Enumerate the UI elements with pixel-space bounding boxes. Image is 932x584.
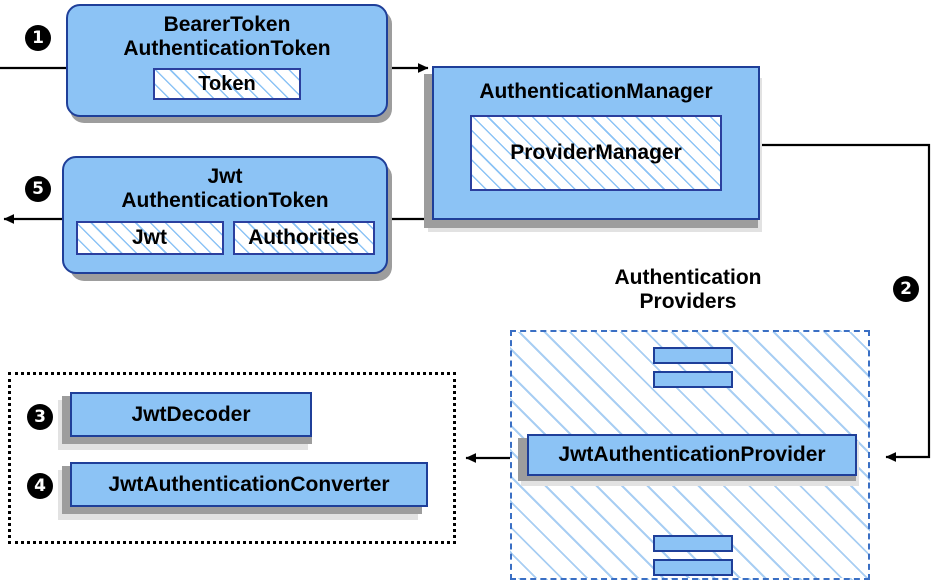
- provider-slot-bar-top-2: [653, 371, 733, 388]
- step-marker-1: 1: [25, 25, 51, 51]
- provider-manager-label: ProviderManager: [510, 140, 682, 164]
- jwt-authentication-token[interactable]: Jwt AuthenticationToken Jwt Authorities: [62, 156, 388, 274]
- bearer-token-authentication-token[interactable]: BearerToken AuthenticationToken Token: [66, 4, 388, 117]
- jwt-authentication-token-title: Jwt AuthenticationToken: [121, 165, 329, 212]
- jwt-decoder[interactable]: JwtDecoder: [70, 392, 312, 437]
- step-marker-2: 2: [893, 276, 919, 302]
- step-marker-5: 5: [25, 176, 51, 202]
- authorities-inner-label: Authorities: [248, 226, 359, 250]
- jwt-authentication-token-inner-row: Jwt Authorities: [75, 221, 375, 256]
- step-marker-4-glyph: 4: [34, 475, 46, 496]
- step-marker-1-glyph: 1: [32, 27, 44, 48]
- jwt-authentication-provider-label: JwtAuthenticationProvider: [558, 443, 826, 467]
- provider-slot-bar-bottom-1: [653, 535, 733, 552]
- authentication-providers-label: Authentication Providers: [614, 266, 762, 314]
- jwt-authentication-token-inner-jwt: Jwt: [75, 221, 224, 256]
- bearer-token-inner-token: Token: [153, 68, 301, 101]
- authentication-manager-title: AuthenticationManager: [479, 80, 713, 103]
- jwt-inner-label: Jwt: [131, 226, 167, 250]
- jwt-decoder-label: JwtDecoder: [131, 402, 251, 426]
- bearer-token-inner-token-label: Token: [198, 72, 256, 95]
- provider-slot-bar-bottom-2: [653, 559, 733, 576]
- jwt-authentication-converter-label: JwtAuthenticationConverter: [108, 472, 390, 496]
- step-marker-4: 4: [27, 473, 53, 499]
- step-marker-3-glyph: 3: [34, 406, 46, 427]
- provider-slot-bar-top-1: [653, 347, 733, 364]
- authentication-manager[interactable]: AuthenticationManager ProviderManager: [432, 66, 760, 220]
- jwt-authentication-provider[interactable]: JwtAuthenticationProvider: [527, 434, 857, 476]
- bearer-token-title: BearerToken AuthenticationToken: [123, 13, 331, 60]
- step-marker-5-glyph: 5: [32, 178, 44, 199]
- step-marker-3: 3: [27, 404, 53, 430]
- authentication-manager-inner-provider-manager: ProviderManager: [470, 114, 722, 191]
- step-marker-2-glyph: 2: [900, 278, 912, 299]
- jwt-authentication-converter[interactable]: JwtAuthenticationConverter: [70, 462, 428, 507]
- jwt-authentication-token-inner-authorities: Authorities: [232, 221, 375, 256]
